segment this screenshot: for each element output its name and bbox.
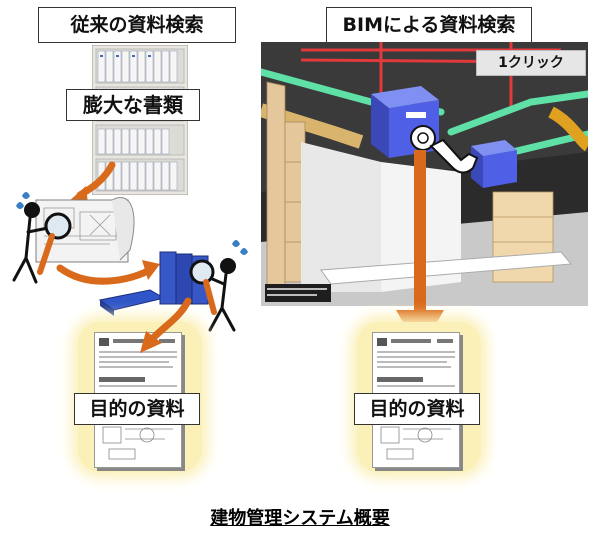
right-result-label-text: 目的の資料 bbox=[369, 398, 465, 420]
left-header-text: 従来の資料検索 bbox=[70, 14, 204, 36]
left-arrow-to-result bbox=[140, 297, 192, 353]
shelf-label: 膨大な書類 bbox=[66, 89, 200, 121]
figure-caption-text: 建物管理システム概要 bbox=[210, 508, 390, 529]
figure-caption: 建物管理システム概要 bbox=[0, 504, 600, 530]
right-header: BIMによる資料検索 bbox=[326, 7, 532, 43]
left-result-label-text: 目的の資料 bbox=[89, 398, 185, 420]
right-result-label: 目的の資料 bbox=[354, 393, 480, 425]
shelf-label-text: 膨大な書類 bbox=[83, 93, 183, 117]
right-header-text: BIMによる資料検索 bbox=[342, 14, 516, 36]
left-header: 従来の資料検索 bbox=[38, 7, 236, 43]
click-label-text: 1クリック bbox=[498, 55, 564, 71]
click-label: 1クリック bbox=[476, 50, 586, 76]
document-contents bbox=[99, 338, 177, 460]
left-result-label: 目的の資料 bbox=[74, 393, 200, 425]
searching-people-illustration bbox=[12, 161, 248, 332]
document-contents bbox=[377, 338, 455, 460]
